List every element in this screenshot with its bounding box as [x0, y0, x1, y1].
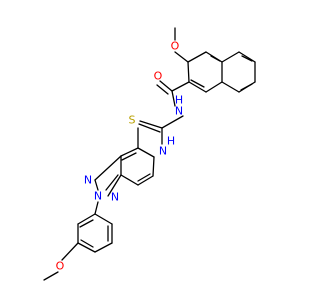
bond-line [138, 123, 161, 133]
bond-line [187, 61, 190, 83]
bond-line [94, 201, 99, 215]
bond-line [137, 175, 154, 186]
bond-line [137, 147, 155, 158]
bond-line [221, 81, 240, 93]
bond-line [241, 55, 253, 62]
bond-line [240, 83, 253, 91]
bond-line [187, 51, 207, 63]
bond-line [139, 120, 163, 129]
bond-line [159, 80, 173, 92]
bond-line [171, 90, 176, 107]
bond-line [161, 115, 184, 129]
molecule-structure-diagram: O O H N S H N N N N O [43, 27, 256, 281]
bond-line [105, 174, 119, 191]
bond-line [79, 219, 94, 228]
bond-line [61, 242, 79, 261]
bond-line [77, 242, 96, 253]
bond-line [43, 271, 59, 281]
bond-line [156, 84, 169, 95]
bond-line [171, 81, 190, 92]
bond-line [94, 155, 122, 181]
bond-line [77, 213, 96, 225]
bond-line [210, 55, 221, 62]
methoxy-oxygen-top: O [171, 40, 180, 53]
atom-label-layer: O O H N S H N N N N O [56, 40, 183, 273]
bond-line [221, 51, 240, 63]
amide-nitrogen: N [175, 105, 183, 118]
bond-line [94, 213, 113, 225]
bond-line [188, 81, 207, 93]
bond-line [152, 156, 155, 177]
bond-layer [43, 27, 256, 281]
bond-line [80, 239, 94, 248]
bond-line [238, 51, 256, 63]
bond-line [94, 179, 99, 191]
amide-nh-hydrogen: H [175, 94, 183, 107]
bond-line [174, 51, 189, 63]
bond-line [190, 79, 205, 88]
bond-line [120, 174, 139, 186]
triazole-nitrogen-middle: N [94, 190, 102, 203]
thiourea-nh-hydrogen: H [167, 135, 175, 148]
carbonyl-oxygen: O [154, 70, 163, 83]
bond-line [120, 147, 139, 157]
bond-line [94, 242, 113, 253]
triazole-nitrogen-top: N [84, 174, 92, 187]
bond-line [205, 81, 223, 93]
triazole-nitrogen-bottom: N [111, 191, 119, 204]
bond-line [121, 152, 137, 161]
thiourea-nitrogen: N [159, 145, 167, 158]
bond-line [137, 173, 151, 182]
thiourea-sulfur: S [129, 114, 136, 127]
bond-line [107, 174, 122, 197]
methoxy-oxygen-bottom: O [56, 260, 65, 273]
